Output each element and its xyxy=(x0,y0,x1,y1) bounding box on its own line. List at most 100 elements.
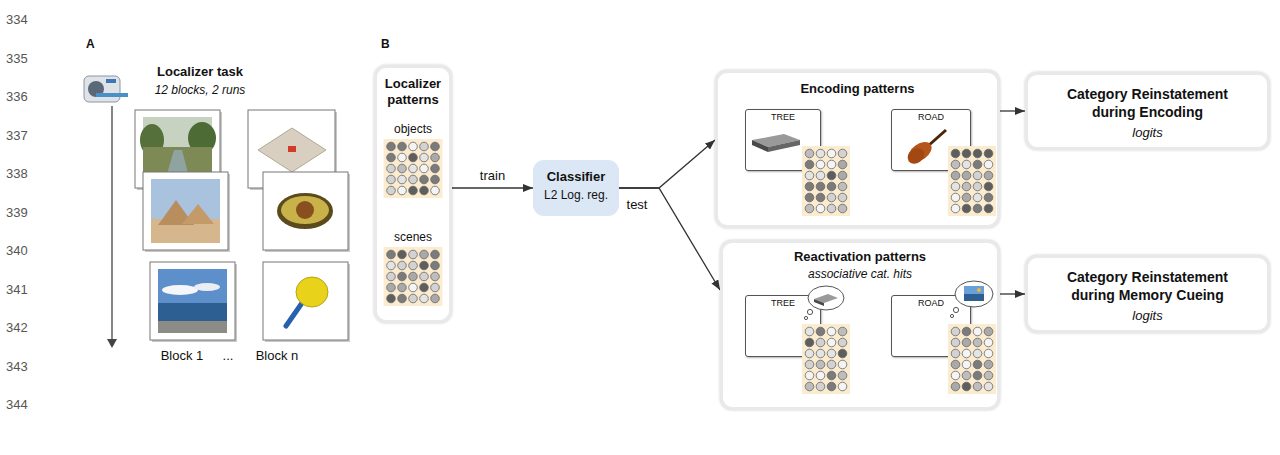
voxel xyxy=(387,153,396,162)
panel-letter: B xyxy=(381,36,390,52)
voxel xyxy=(827,149,836,158)
node-art xyxy=(746,296,747,297)
voxel xyxy=(827,182,836,191)
stimulus-card xyxy=(158,269,227,303)
voxel xyxy=(431,186,440,195)
voxel xyxy=(431,272,440,281)
voxel xyxy=(984,349,993,358)
object-image xyxy=(752,140,768,152)
stimulus-card xyxy=(143,172,228,250)
node-title: Encoding patterns xyxy=(797,81,917,97)
voxel xyxy=(838,204,847,213)
voxel xyxy=(420,250,429,259)
voxel xyxy=(805,349,814,358)
line-number: 343 xyxy=(6,359,28,375)
voxel xyxy=(962,327,971,336)
stimulus-card xyxy=(296,277,328,307)
voxel xyxy=(838,160,847,169)
voxel xyxy=(951,349,960,358)
voxel xyxy=(838,149,847,158)
voxel xyxy=(387,294,396,303)
voxel xyxy=(387,186,396,195)
voxel xyxy=(420,283,429,292)
line-number: 338 xyxy=(6,166,28,182)
line-number: 341 xyxy=(6,282,28,298)
voxel xyxy=(838,382,847,391)
voxel xyxy=(805,182,814,191)
flow-arrow xyxy=(619,140,715,188)
voxel xyxy=(805,204,814,213)
line-number: 334 xyxy=(6,12,28,28)
line-number: 337 xyxy=(6,128,28,144)
stimulus-card xyxy=(145,174,230,252)
scanner-icon xyxy=(106,79,116,83)
object-image xyxy=(768,140,800,152)
voxel xyxy=(387,283,396,292)
stimulus-card xyxy=(151,179,220,219)
scanner-icon xyxy=(84,76,120,102)
voxel xyxy=(973,193,982,202)
flow-arrow xyxy=(619,188,720,290)
edge-label: train xyxy=(480,168,505,184)
line-number: 335 xyxy=(6,51,28,67)
node-text: associative cat. hits xyxy=(805,267,915,282)
voxel xyxy=(398,186,407,195)
node-text: objects xyxy=(379,122,447,137)
voxel xyxy=(420,153,429,162)
pattern-panel: Reactivation patternsassociative cat. hi… xyxy=(720,240,1000,410)
node-text: scenes xyxy=(379,230,447,245)
voxel xyxy=(951,193,960,202)
voxel xyxy=(962,204,971,213)
voxel xyxy=(973,371,982,380)
voxel-grid xyxy=(802,324,850,394)
voxel xyxy=(409,142,418,151)
voxel xyxy=(951,327,960,336)
voxel xyxy=(973,338,982,347)
voxel xyxy=(409,283,418,292)
voxel xyxy=(984,193,993,202)
voxel xyxy=(431,164,440,173)
stimulus-card xyxy=(158,303,227,321)
voxel xyxy=(409,153,418,162)
voxel xyxy=(838,327,847,336)
voxel xyxy=(387,250,396,259)
voxel xyxy=(838,360,847,369)
block-label: ... xyxy=(223,348,234,364)
voxel xyxy=(973,204,982,213)
scene-image xyxy=(977,288,981,292)
voxel-grid xyxy=(384,247,443,306)
scanner-icon xyxy=(84,76,128,102)
voxel xyxy=(984,371,993,380)
voxel xyxy=(827,371,836,380)
object-image xyxy=(928,130,946,146)
stimulus-card xyxy=(281,196,329,224)
voxel xyxy=(420,164,429,173)
voxel xyxy=(827,160,836,169)
voxel xyxy=(398,142,407,151)
voxel xyxy=(420,186,429,195)
voxel xyxy=(805,149,814,158)
node-art xyxy=(892,110,893,111)
voxel xyxy=(984,327,993,336)
voxel-grid xyxy=(948,324,996,394)
voxel xyxy=(387,272,396,281)
time-arrow xyxy=(107,106,117,348)
stimulus-card xyxy=(152,264,237,342)
output-box: Category Reinstatement during Memory Cue… xyxy=(1025,255,1270,333)
voxel xyxy=(409,175,418,184)
line-number: 340 xyxy=(6,243,28,259)
block-label: Block 1 xyxy=(161,348,204,364)
pattern-panel: Localizer patternsobjectsscenes xyxy=(374,65,452,323)
voxel xyxy=(805,338,814,347)
voxel-grid xyxy=(384,139,443,198)
voxel xyxy=(816,171,825,180)
line-number: 336 xyxy=(6,89,28,105)
voxel-grid xyxy=(384,247,443,306)
voxel xyxy=(962,382,971,391)
voxel xyxy=(984,171,993,180)
voxel xyxy=(984,149,993,158)
voxel xyxy=(398,250,407,259)
voxel xyxy=(816,149,825,158)
node-title: Classifier xyxy=(544,169,609,185)
node-title: ROAD xyxy=(915,112,947,123)
